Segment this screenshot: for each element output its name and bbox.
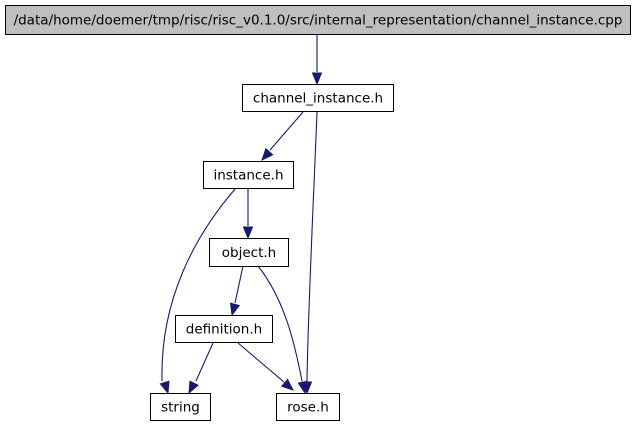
nodes-layer: /data/home/doemer/tmp/risc/risc_v0.1.0/s… [5,5,631,421]
arrowhead-icon [261,147,274,161]
arrowhead-icon [159,380,170,395]
edges-layer [159,34,323,395]
node-channel-instance-cpp[interactable]: /data/home/doemer/tmp/risc/risc_v0.1.0/s… [5,5,631,35]
node-label: object.h [222,245,276,261]
node-string: string [150,393,211,421]
edge-line [237,342,285,383]
node-channel-instance-h[interactable]: channel_instance.h [242,84,394,112]
node-label: rose.h [287,400,329,416]
edge-line [306,111,318,382]
node-label: definition.h [186,322,262,338]
node-box [242,84,394,112]
edge-object_h-to-definition_h [229,265,244,317]
edge-line [257,265,303,382]
node-box [5,5,631,35]
edge-line [269,111,304,151]
edge-line [234,265,244,304]
edge-object_h-to-rose_h [257,265,308,395]
node-label: /data/home/doemer/tmp/risc/risc_v0.1.0/s… [14,13,623,29]
edge-instance_h-to-object_h [242,188,254,240]
edge-channel_instance_h-to-rose_h [301,111,318,395]
node-box [175,315,273,343]
arrowhead-icon [242,226,254,240]
node-label: instance.h [213,168,283,184]
node-rose-h: rose.h [276,393,340,421]
node-box [209,238,289,267]
edge-definition_h-to-rose_h [237,342,295,391]
edge-channel_instance_cpp-to-channel_instance_h [311,34,323,86]
node-box [150,393,211,421]
arrowhead-icon [297,380,308,395]
edge-instance_h-to-string [159,187,237,395]
arrowhead-icon [311,72,323,86]
edge-channel_instance_h-to-instance_h [261,111,304,161]
edge-definition_h-to-string [188,342,214,395]
node-label: string [161,400,200,416]
arrowhead-icon [188,380,199,395]
node-definition-h[interactable]: definition.h [175,315,273,343]
arrowhead-icon [229,302,241,317]
node-label: channel_instance.h [253,91,383,107]
node-object-h[interactable]: object.h [209,238,289,267]
node-box [276,393,340,421]
arrowhead-icon [280,378,295,391]
node-instance-h[interactable]: instance.h [203,161,294,189]
edge-line [195,342,214,382]
edge-line [161,187,237,382]
node-box [203,161,294,189]
